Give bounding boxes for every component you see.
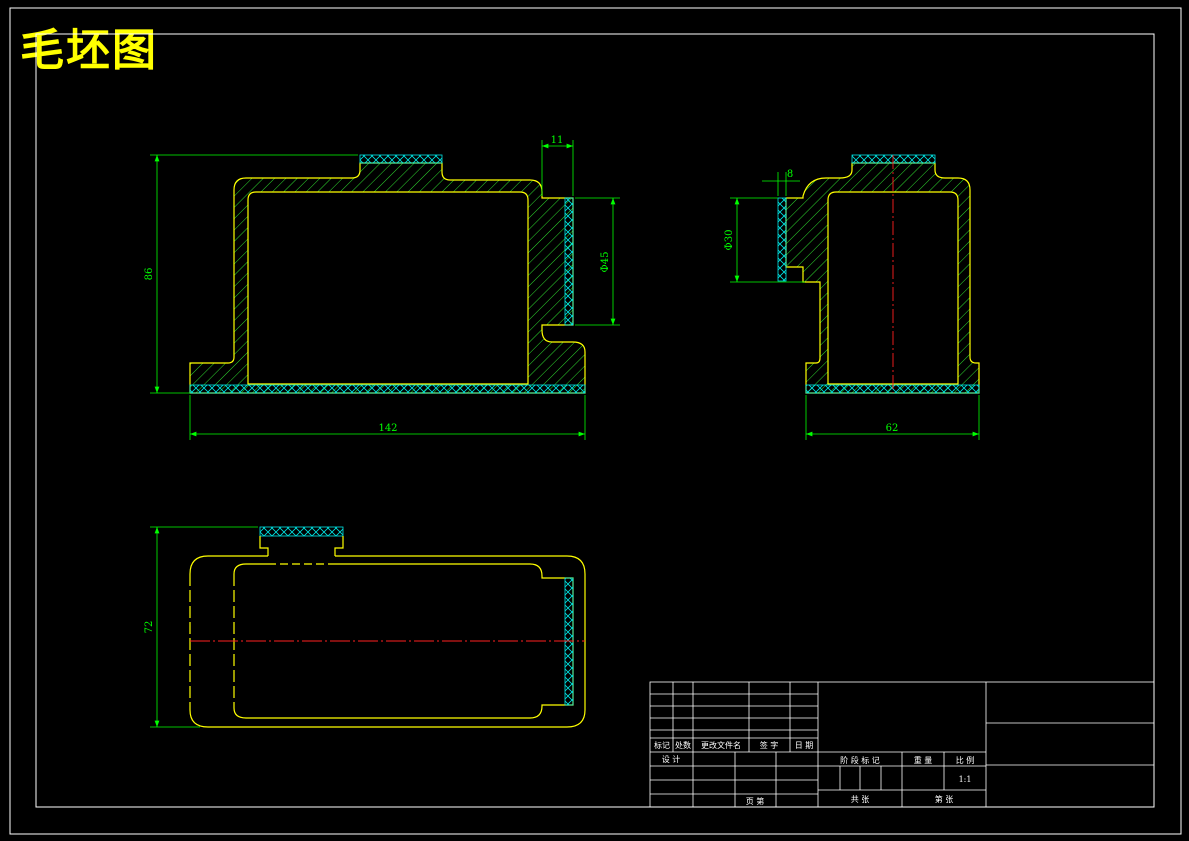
top-allowance-boss	[564, 577, 574, 706]
tb-scale-label: 比 例	[956, 755, 975, 765]
outer-border	[9, 7, 1182, 835]
tb-rev-doc: 更改文件名	[701, 740, 741, 750]
dim-side-step: 8	[787, 169, 793, 180]
dim-front-height: 86	[144, 268, 155, 281]
top-boss-allowance	[259, 526, 344, 537]
tb-design: 设 计	[662, 754, 681, 764]
inner-border	[35, 33, 1155, 808]
side-view[interactable]: 8 Φ30 62	[724, 154, 980, 440]
side-allowance-top	[851, 154, 936, 164]
dim-front-boss: 11	[551, 135, 564, 146]
dim-top-height: 72	[144, 621, 155, 634]
tb-total: 共 张	[851, 795, 870, 804]
tb-sheet: 第 张	[935, 794, 954, 804]
top-view-outline	[189, 555, 586, 728]
tb-rev-date: 日 期	[795, 741, 814, 750]
tb-scale-value: 1:1	[959, 775, 972, 784]
side-allowance-boss	[777, 197, 787, 282]
dim-front-bore: Φ45	[600, 252, 611, 273]
title-block[interactable]	[649, 681, 1155, 808]
top-view-inner	[233, 563, 574, 719]
tb-stage-mark: 阶 段 标 记	[840, 755, 880, 765]
side-allowance-bottom	[805, 384, 980, 394]
front-allowance-boss	[564, 197, 574, 326]
front-view-cavity	[247, 191, 529, 385]
front-allowance-top	[359, 154, 443, 164]
top-boss-outline	[259, 536, 344, 556]
dim-side-width: 62	[886, 423, 899, 434]
tb-weight: 重 量	[914, 755, 933, 765]
front-allowance-bottom	[189, 384, 586, 394]
tb-rev-sign: 签 字	[760, 740, 779, 750]
tb-rev-count: 处数	[675, 740, 691, 750]
tb-rev-mark: 标记	[654, 740, 670, 750]
front-view[interactable]: 86 142 11 Φ45	[144, 135, 620, 440]
dim-side-bore: Φ30	[724, 230, 735, 251]
top-view[interactable]: 72	[144, 526, 586, 728]
tb-page: 页 第	[746, 796, 765, 806]
dim-front-width: 142	[378, 423, 397, 434]
title-block-labels: 标记 处数 更改文件名 签 字 日 期 设 计 页 第 阶 段 标 记 重 量 …	[654, 740, 974, 806]
